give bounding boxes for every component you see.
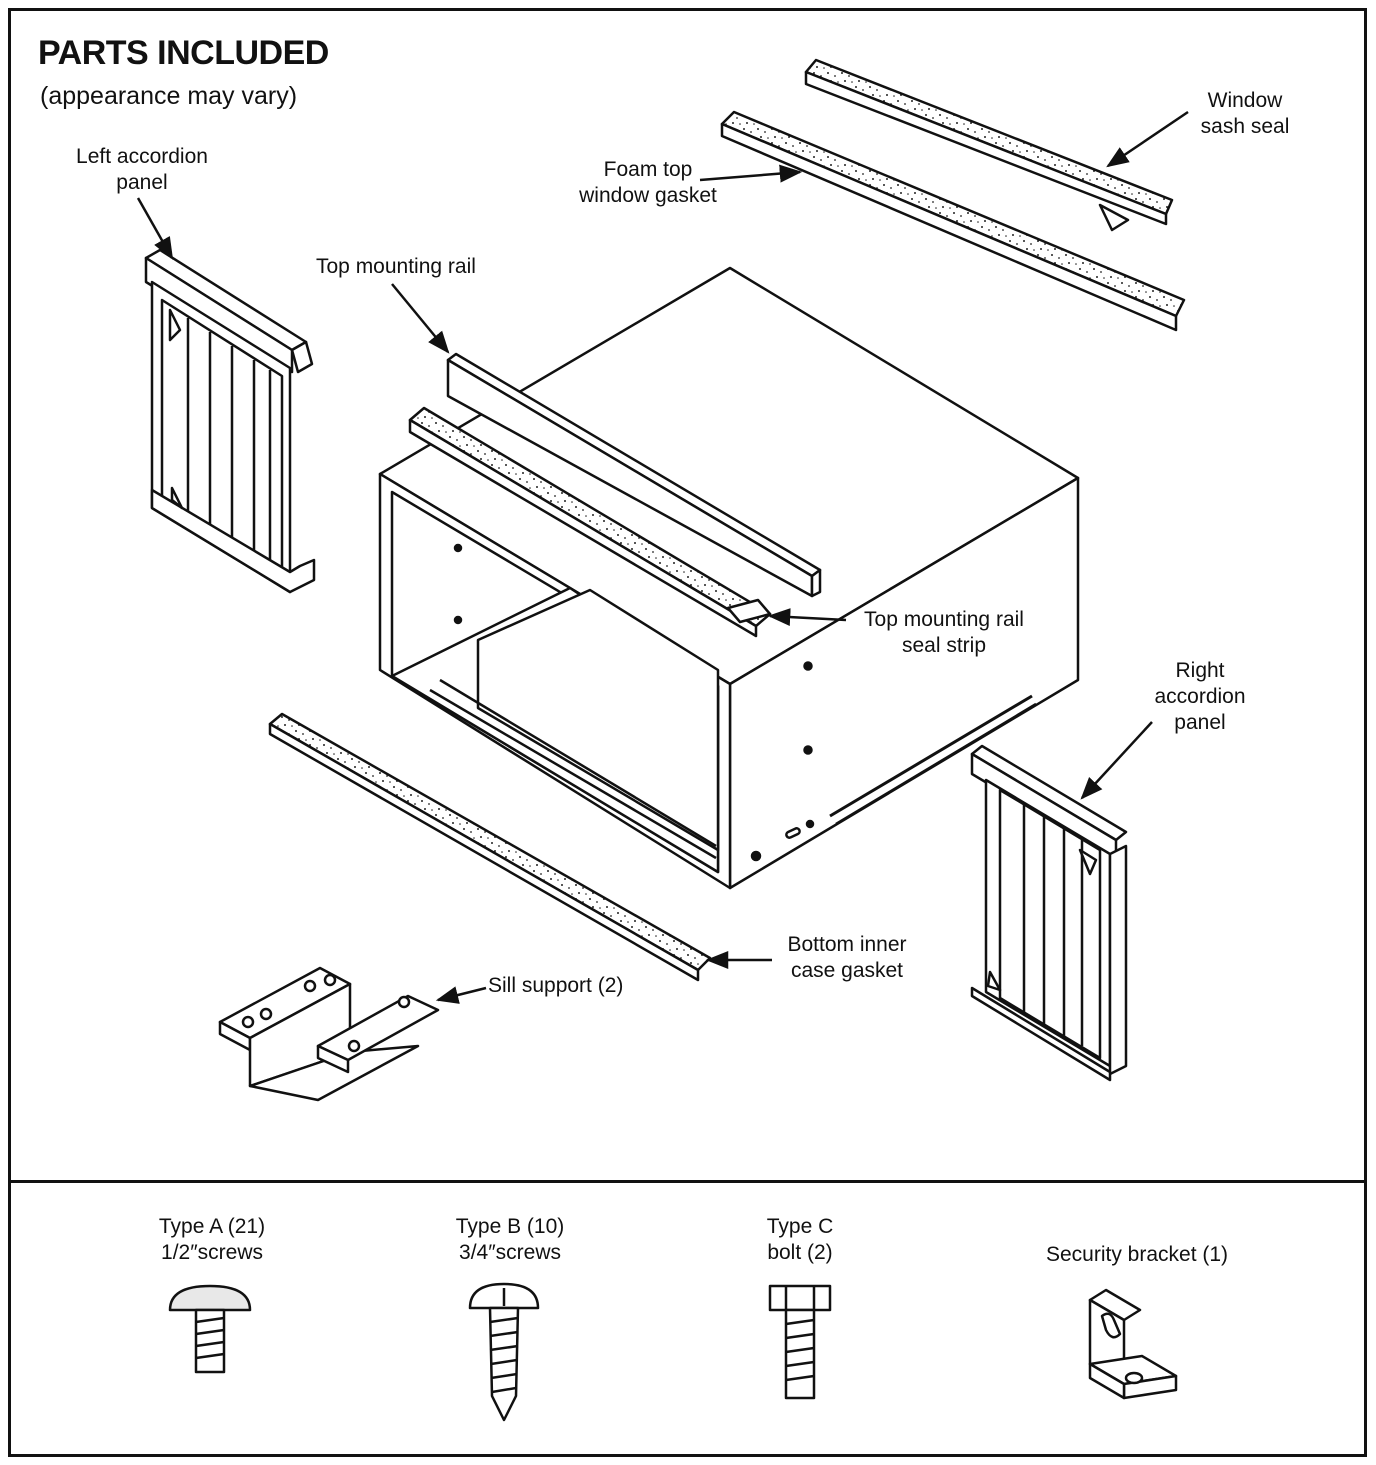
label-type-c-bolt: Type C bolt (2) <box>766 1215 834 1264</box>
label-left-accordion-panel: Left accordion panel <box>76 145 208 194</box>
top-mounting-rail <box>446 352 822 598</box>
label-top-mounting-rail: Top mounting rail <box>316 255 476 278</box>
arrow-right-accordion-panel <box>1080 721 1153 800</box>
type-c-bolt-icon <box>768 1284 832 1400</box>
arrow-window-sash-seal <box>1106 110 1189 168</box>
wall-sleeve-case <box>378 266 1080 890</box>
arrow-left-accordion-panel <box>136 197 174 260</box>
arrow-top-mounting-rail-seal-strip <box>767 608 847 627</box>
left-accordion-panel <box>144 248 316 594</box>
sill-support <box>218 966 440 1102</box>
label-top-mounting-rail-seal-strip: Top mounting rail seal strip <box>864 608 1024 657</box>
label-right-accordion-panel: Right accordion panel <box>1154 659 1246 734</box>
type-a-screw-icon <box>168 1284 252 1374</box>
label-type-b-screws: Type B (10) 3/4″screws <box>455 1215 565 1264</box>
arrow-sill-support <box>435 986 487 1004</box>
foam-top-window-gasket <box>720 110 1186 332</box>
diagram-title: PARTS INCLUDED <box>38 34 329 72</box>
label-sill-support: Sill support (2) <box>488 974 624 997</box>
label-type-a-screws: Type A (21) 1/2″screws <box>158 1215 266 1264</box>
arrow-foam-top-window-gasket <box>699 164 803 183</box>
window-sash-seal <box>804 58 1174 232</box>
label-foam-top-window-gasket: Foam top window gasket <box>579 158 717 207</box>
label-window-sash-seal: Window sash seal <box>1200 89 1290 138</box>
diagram-frame <box>8 8 1367 1457</box>
right-accordion-panel <box>970 744 1128 1082</box>
diagram-subtitle: (appearance may vary) <box>40 82 298 110</box>
security-bracket-icon <box>1088 1288 1178 1400</box>
label-security-bracket: Security bracket (1) <box>1045 1243 1229 1266</box>
type-b-screw-icon <box>468 1282 540 1422</box>
section-divider <box>8 1180 1367 1183</box>
arrow-top-mounting-rail <box>391 283 450 354</box>
top-mounting-rail-seal-strip <box>408 406 772 638</box>
label-bottom-inner-case-gasket: Bottom inner case gasket <box>787 933 907 982</box>
